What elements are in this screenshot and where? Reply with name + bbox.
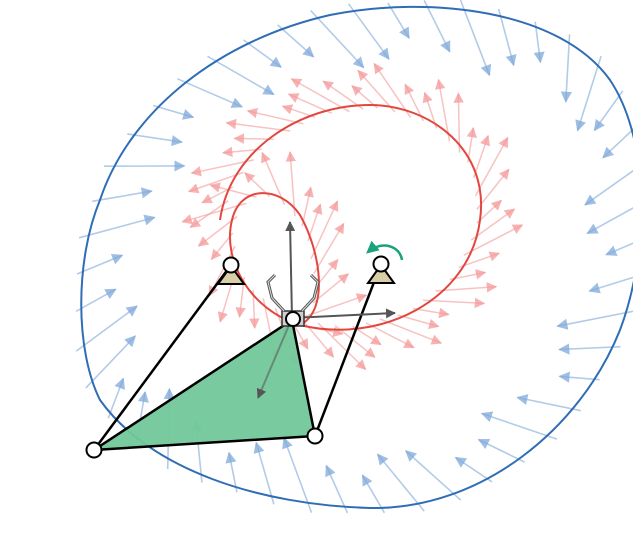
vector-field-arrow <box>325 464 349 514</box>
vector-field-arrow <box>422 297 486 309</box>
vector-field-arrow <box>287 93 333 114</box>
vector-field-arrow <box>303 293 368 318</box>
vector-field-arrow <box>435 282 498 293</box>
vector-field-arrow <box>575 55 602 132</box>
ground-anchor-left <box>216 264 246 285</box>
vector-field-arrow <box>246 107 304 125</box>
vector-field-arrow <box>379 318 443 345</box>
vector-field-arrow <box>558 343 621 355</box>
vector-field-arrow <box>480 411 558 440</box>
vector-field-arrow <box>584 169 633 206</box>
vector-field-arrow <box>357 69 396 113</box>
vector-field-arrow <box>586 207 633 235</box>
vector-field-arrow <box>558 371 600 383</box>
vector-field-arrow <box>458 251 501 269</box>
frame-y-axis-arrow <box>285 221 296 319</box>
link-right-to-base <box>313 263 383 437</box>
vector-field-arrow <box>85 335 136 389</box>
outer-workspace-boundary <box>80 5 633 510</box>
inner-spiral-trajectory <box>219 103 483 331</box>
frame-velocity-arrow <box>256 317 293 399</box>
vector-field-arrow <box>78 214 156 239</box>
vector-field-arrow <box>423 0 451 53</box>
ground-anchor-right <box>366 263 396 284</box>
vector-field-arrow <box>209 182 257 198</box>
vector-field-arrow <box>225 451 238 493</box>
vector-field-arrow <box>290 78 350 113</box>
vector-field-arrow <box>225 118 291 132</box>
vector-field-arrow <box>497 8 517 67</box>
vector-field-arrow <box>477 438 525 463</box>
vector-field-arrow <box>463 224 524 256</box>
vector-field-arrow <box>207 55 275 96</box>
vector-field-arrow <box>152 104 195 120</box>
vector-field-arrow <box>404 450 462 501</box>
vector-field-arrow <box>373 62 412 118</box>
ground-anchor-icon <box>216 264 246 285</box>
vector-field-arrow <box>285 150 297 217</box>
vector-field-arrow <box>593 90 624 132</box>
vector-field-arrow <box>261 151 286 205</box>
vector-field-arrow <box>453 92 464 153</box>
vector-field-arrow <box>303 321 335 358</box>
vector-field-arrow <box>75 305 138 352</box>
vector-field-arrow <box>277 24 315 58</box>
vector-field-arrow <box>434 78 451 142</box>
revolute-joint-right-anchor <box>372 255 390 273</box>
vector-field-arrow <box>387 2 410 39</box>
revolute-joint-left-anchor <box>222 256 240 274</box>
vector-field-arrow <box>310 200 339 260</box>
vector-field-arrow <box>470 208 516 241</box>
vector-field-arrow <box>556 310 633 330</box>
vector-field-arrow <box>107 377 125 419</box>
vector-field-arrow <box>376 453 425 512</box>
vector-field-arrow <box>313 222 345 274</box>
rotation-arrow-icon <box>366 240 404 261</box>
vector-field-arrow <box>76 253 124 275</box>
vector-field-arrow <box>533 21 545 64</box>
vector-field-arrow <box>253 441 275 505</box>
revolute-joint-gripper <box>285 311 301 327</box>
vector-field-arrow <box>190 159 254 177</box>
vector-field-arrow <box>310 10 365 69</box>
link-left-to-base <box>92 264 233 451</box>
vector-field-arrow <box>472 134 491 179</box>
frame-x-axis-arrow <box>291 308 396 319</box>
vector-field-arrow <box>127 133 183 147</box>
vector-field-arrow <box>243 39 282 68</box>
vector-field-arrow <box>317 322 367 371</box>
vector-field-arrow <box>189 200 229 228</box>
vector-field-arrow <box>516 394 581 412</box>
ground-anchor-icon <box>366 263 396 284</box>
vector-field-arrow <box>474 136 509 197</box>
vector-field-arrow <box>361 474 386 514</box>
vector-field-arrow <box>476 168 510 210</box>
vector-field-arrow <box>454 456 493 483</box>
vector-field-arrow <box>75 288 117 312</box>
vector-field-arrow <box>187 171 244 194</box>
vector-field-arrow <box>365 322 415 349</box>
vector-field-arrow <box>322 80 364 110</box>
vector-field-arrow <box>334 325 376 358</box>
vector-field-arrow <box>92 187 153 203</box>
vector-field-arrow <box>588 276 633 294</box>
vector-field-arrow <box>605 242 633 256</box>
vector-field-arrow <box>560 34 572 103</box>
vector-field-arrow <box>197 216 238 247</box>
vector-field-arrow <box>177 78 244 108</box>
vector-field-arrow <box>459 0 492 77</box>
vector-field-arrow <box>282 436 313 513</box>
revolute-joint-base-left <box>85 441 103 459</box>
moving-platform <box>89 317 317 452</box>
revolute-joint-base-right <box>306 427 324 445</box>
vector-field-arrow <box>347 3 390 60</box>
vector-field-arrow <box>602 128 633 159</box>
